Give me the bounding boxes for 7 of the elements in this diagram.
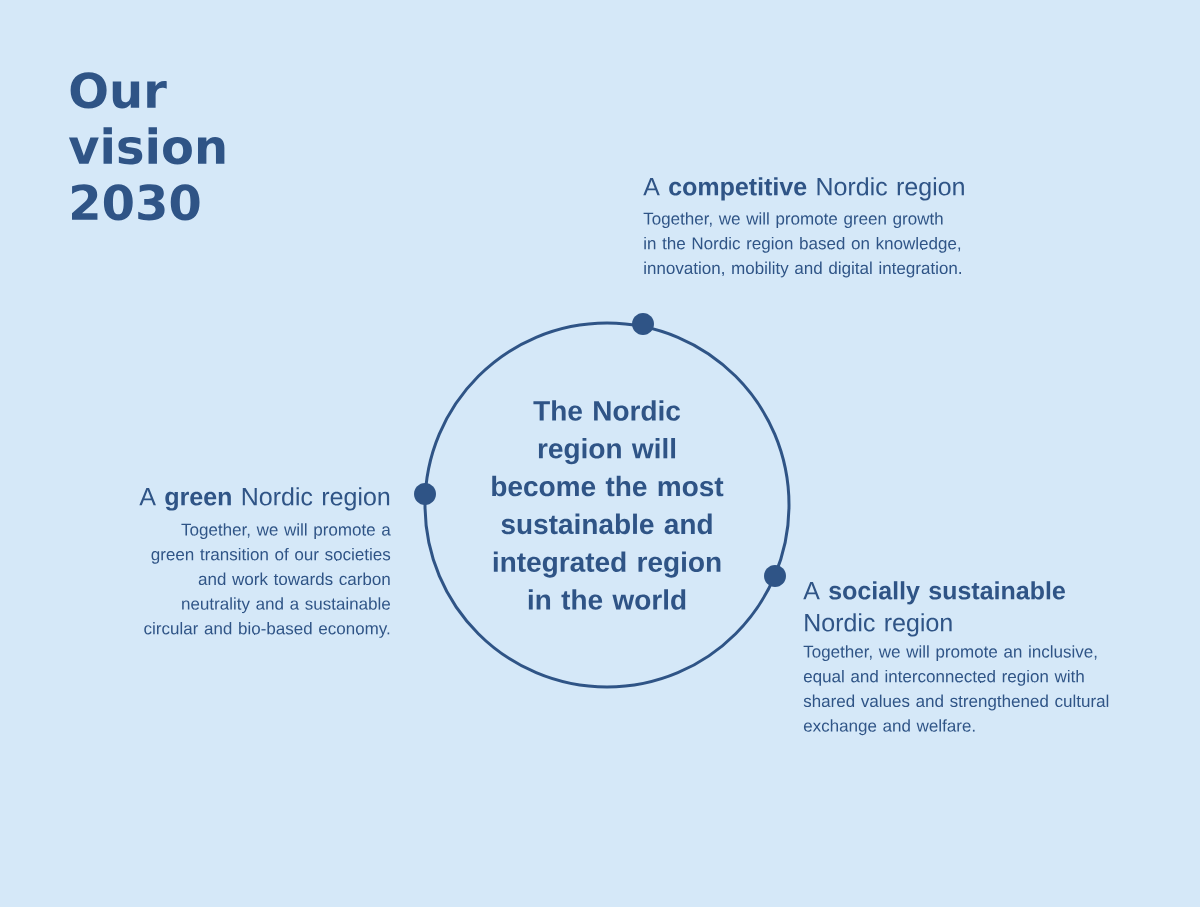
paragraph: Together, we will promote green growth in the Nordic region based on knowledge, innovation, mobility and digital integration. (643, 212, 961, 278)
circle-node: The Nordic region will become the most sustainable and integrated region in the world (423, 321, 791, 689)
title: Our vision 2030 (68, 72, 225, 221)
paragraph: Together, we will promote a green transition of our societies and work towards carbon neutrality and a sustainable circular and bio-based economy. (144, 523, 391, 638)
paragraph: Together, we will promote an inclusive, equal and interconnected region with shared values and strengthened cultural exchange and welfare. (803, 645, 1109, 736)
section-heading: A competitive Nordic region (643, 177, 964, 201)
section-heading: A green Nordic region (139, 487, 390, 511)
